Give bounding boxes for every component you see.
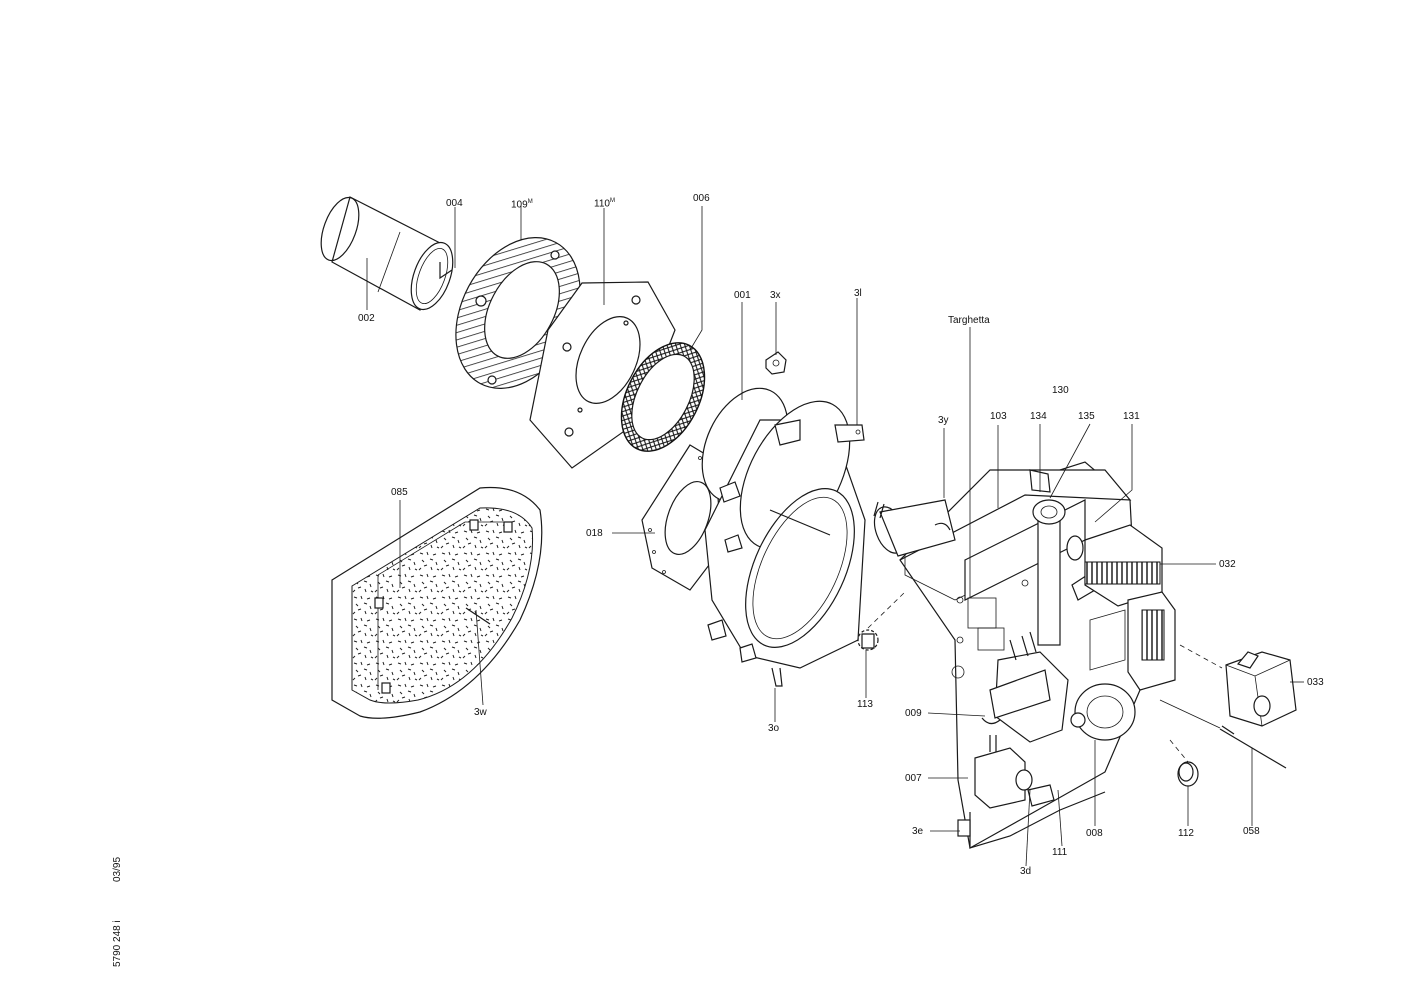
label-3w: 3w [474, 707, 487, 718]
flange-gasket-part-018 [641, 444, 723, 591]
label-002: 002 [358, 313, 375, 324]
rod-part-058 [1219, 725, 1287, 769]
gasket-part-006 [620, 342, 706, 452]
label-110: 110M [594, 195, 615, 210]
burner-body-assembly [873, 461, 1176, 849]
fitting-part-3x [765, 351, 787, 375]
label-009: 009 [905, 708, 922, 719]
label-018: 018 [586, 528, 603, 539]
label-3l: 3l [854, 288, 862, 299]
label-135: 135 [1078, 411, 1095, 422]
assembly-lines [867, 591, 1223, 763]
label-033: 033 [1307, 677, 1324, 688]
label-004: 004 [446, 198, 463, 209]
label-3o: 3o [768, 723, 780, 734]
label-110-number: 110 [594, 198, 610, 210]
label-3e: 3e [912, 826, 924, 837]
cover-block-part-033 [1225, 651, 1297, 727]
label-130: 130 [1052, 385, 1069, 396]
label-032: 032 [1219, 559, 1236, 570]
leader-lines [366, 206, 1304, 867]
label-109: 109M [511, 196, 533, 211]
burner-housing-part-001 [701, 387, 866, 687]
label-131: 131 [1123, 411, 1140, 422]
cover-hood-part-085 [331, 486, 543, 719]
label-111: 111 [1052, 847, 1068, 858]
label-109-superscript: M [527, 199, 533, 205]
document-date: 03/95 [112, 856, 123, 882]
label-007: 007 [905, 773, 922, 784]
label-103: 103 [990, 411, 1007, 422]
label-058: 058 [1243, 826, 1260, 837]
blast-tube-part-002 [320, 196, 454, 311]
label-110-superscript: M [609, 198, 615, 204]
label-134: 134 [1030, 411, 1047, 422]
label-113: 113 [857, 699, 873, 710]
label-008: 008 [1086, 828, 1103, 839]
label-targhetta: Targhetta [948, 315, 990, 326]
label-006: 006 [693, 193, 710, 204]
label-3d: 3d [1020, 866, 1032, 877]
flange-plate-part-110 [529, 281, 676, 469]
document-number: 5790 248 i [112, 920, 123, 967]
label-085: 085 [391, 487, 408, 498]
label-109-number: 109 [511, 199, 528, 211]
label-3x: 3x [770, 290, 781, 301]
label-112: 112 [1178, 828, 1194, 839]
fitting-part-113 [857, 629, 879, 651]
plug-part-112 [1177, 761, 1199, 787]
label-3y: 3y [938, 415, 949, 426]
label-001: 001 [734, 290, 751, 301]
